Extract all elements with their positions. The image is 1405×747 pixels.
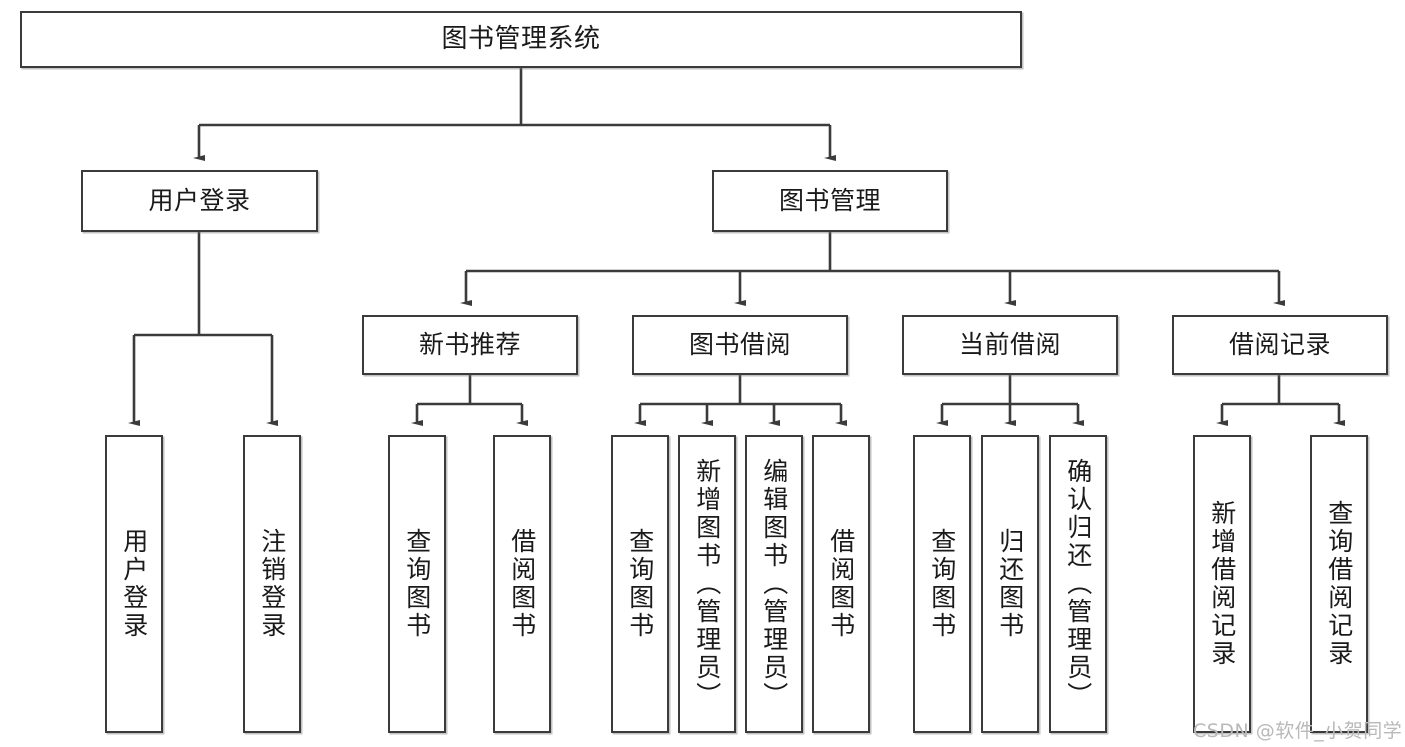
leaf-user-login-signout[interactable]: 注销登录 [243,435,301,733]
node-label: 注销登录 [257,528,287,640]
node-current-borrow[interactable]: 当前借阅 [902,315,1118,375]
leaf-borrow-edit-book-admin[interactable]: 编辑图书（管理员） [745,435,803,733]
leaf-borrow-borrow-book[interactable]: 借阅图书 [812,435,870,733]
node-new-book-recommend[interactable]: 新书推荐 [362,315,578,375]
node-book-management[interactable]: 图书管理 [712,170,948,232]
leaf-current-confirm-return-admin[interactable]: 确认归还（管理员） [1049,435,1107,733]
leaf-new-book-query[interactable]: 查询图书 [388,435,446,733]
node-label: 借阅图书 [826,528,856,640]
leaf-user-login-signin[interactable]: 用户登录 [105,435,163,733]
node-label: 用户登录 [119,528,149,640]
node-label: 查询借阅记录 [1324,500,1354,668]
node-label: 图书管理系统 [441,24,601,55]
node-book-borrow[interactable]: 图书借阅 [632,315,848,375]
leaf-current-query-book[interactable]: 查询图书 [913,435,971,733]
node-label: 当前借阅 [958,330,1061,360]
node-label: 查询图书 [625,528,655,640]
node-label: 查询图书 [402,528,432,640]
node-borrow-record[interactable]: 借阅记录 [1172,315,1388,375]
node-label: 新增图书（管理员） [692,458,722,710]
leaf-new-book-borrow[interactable]: 借阅图书 [493,435,551,733]
node-label: 借阅记录 [1228,330,1331,360]
leaf-borrow-add-book-admin[interactable]: 新增图书（管理员） [678,435,736,733]
leaf-record-add[interactable]: 新增借阅记录 [1193,435,1251,733]
node-label: 新书推荐 [418,330,521,360]
node-label: 新增借阅记录 [1207,500,1237,668]
node-label: 图书借阅 [688,330,791,360]
leaf-current-return-book[interactable]: 归还图书 [981,435,1039,733]
node-label: 图书管理 [778,186,881,216]
node-label: 确认归还（管理员） [1063,458,1093,710]
leaf-record-query[interactable]: 查询借阅记录 [1310,435,1368,733]
node-user-login[interactable]: 用户登录 [81,170,318,232]
node-label: 借阅图书 [507,528,537,640]
node-label: 查询图书 [927,528,957,640]
watermark-csdn: CSDN @软件_小贺同学 [1193,720,1403,742]
node-label: 用户登录 [148,186,251,216]
node-root-system[interactable]: 图书管理系统 [20,11,1022,68]
leaf-borrow-query-book[interactable]: 查询图书 [611,435,669,733]
node-label: 归还图书 [995,528,1025,640]
node-label: 编辑图书（管理员） [759,458,789,710]
